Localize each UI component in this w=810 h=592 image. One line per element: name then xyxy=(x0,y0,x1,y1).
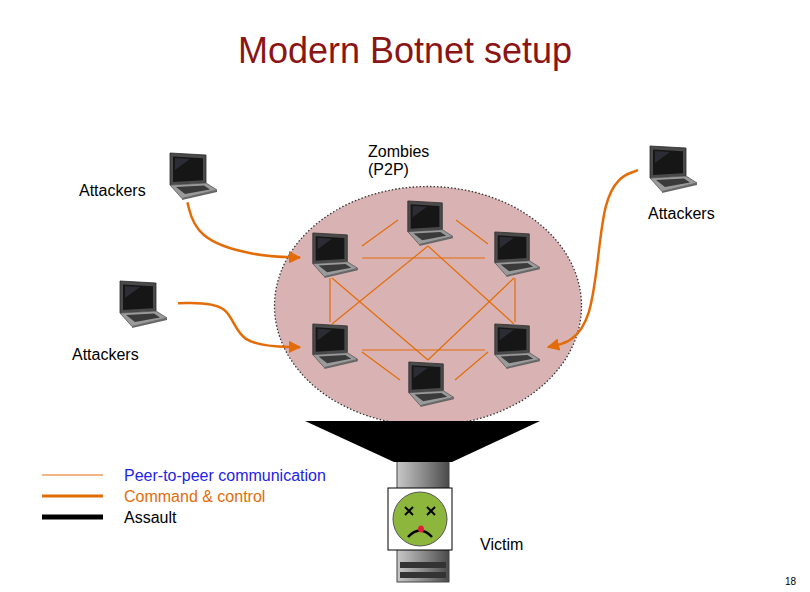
node-label: Zombies (P2P) xyxy=(368,143,440,180)
legend-text: Command & control xyxy=(124,488,265,506)
node-label: Attackers xyxy=(72,346,139,364)
legend-sample xyxy=(40,507,104,528)
assault-funnel xyxy=(305,421,540,462)
node-label: Attackers xyxy=(79,182,146,200)
legend-row: Peer-to-peer communication xyxy=(40,465,360,486)
legend-row: Assault xyxy=(40,507,360,528)
attacker-laptop xyxy=(650,146,697,193)
attacker-laptop xyxy=(120,281,167,328)
title: Modern Botnet setup xyxy=(0,30,810,72)
legend-text: Peer-to-peer communication xyxy=(124,467,326,485)
node-label: Victim xyxy=(480,536,523,554)
legend: Peer-to-peer communicationCommand & cont… xyxy=(40,465,360,528)
legend-row: Command & control xyxy=(40,486,360,507)
victim-face xyxy=(388,488,452,550)
node-label: Attackers xyxy=(648,205,715,223)
legend-text: Assault xyxy=(124,509,176,527)
command-control-arrow xyxy=(187,202,300,257)
legend-sample xyxy=(40,465,104,486)
legend-sample xyxy=(40,486,104,507)
attacker-laptop xyxy=(170,153,217,200)
page-number: 18 xyxy=(785,576,796,587)
